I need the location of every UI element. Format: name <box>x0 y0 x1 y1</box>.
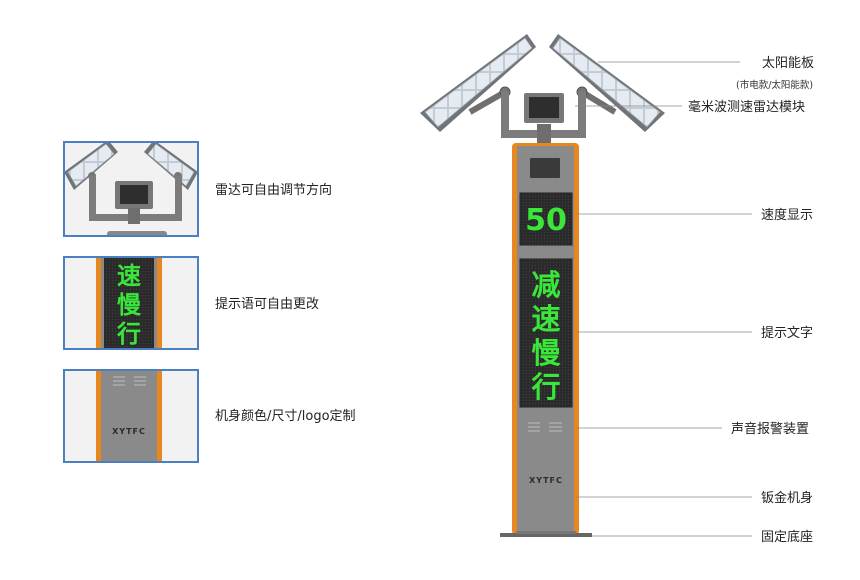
thumb-radar-adjust <box>63 141 199 237</box>
thumb-prompt-editable: 速 慢 行 <box>63 256 199 350</box>
label-speed-display: 速度显示 <box>761 207 813 223</box>
radar-module <box>524 93 564 123</box>
prompt-text-panel: 减 速 慢 行 <box>519 258 573 408</box>
solar-panel-left <box>420 34 536 132</box>
label-radar-module: 毫米波测速雷达模块 <box>688 99 805 115</box>
thumb-customizable: XYTFC <box>63 369 199 463</box>
brand-logo: XYTFC <box>529 476 563 485</box>
label-solar-panel: 太阳能板 <box>762 56 814 71</box>
base-plate <box>500 531 592 537</box>
panel-brackets <box>468 86 617 146</box>
prompt-char-3: 慢 <box>531 336 561 370</box>
speaker-grille <box>528 422 562 432</box>
label-prompt-text: 提示文字 <box>761 325 813 341</box>
thumb-prompt-char-2: 慢 <box>117 291 142 319</box>
callout-lines <box>575 61 752 537</box>
feature-radar-adjust: 雷达可自由调节方向 <box>215 182 332 198</box>
prompt-char-2: 速 <box>531 302 560 336</box>
thumb-prompt-char-3: 行 <box>116 320 141 348</box>
thumb-brand-logo: XYTFC <box>112 427 146 436</box>
label-solar-panel-note: (市电款/太阳能款) <box>736 79 813 91</box>
feature-prompt-editable: 提示语可自由更改 <box>215 296 319 312</box>
label-sound-alarm: 声音报警装置 <box>731 421 809 437</box>
main-device: 50 减 速 慢 行 XYTFC <box>420 34 665 537</box>
speed-value: 50 <box>525 203 567 238</box>
speed-display-panel: 50 <box>519 192 573 246</box>
solar-panel-right <box>549 34 665 132</box>
thumb-prompt-char-1: 速 <box>117 262 141 290</box>
prompt-char-4: 行 <box>530 370 560 404</box>
prompt-char-1: 减 <box>531 268 560 302</box>
feature-customizable: 机身颜色/尺寸/logo定制 <box>215 408 356 424</box>
label-fixed-base: 固定底座 <box>761 529 813 545</box>
callout-labels: 太阳能板 (市电款/太阳能款) 毫米波测速雷达模块 速度显示 提示文字 声音报警… <box>688 56 814 545</box>
label-sheet-metal-body: 钣金机身 <box>761 490 813 506</box>
